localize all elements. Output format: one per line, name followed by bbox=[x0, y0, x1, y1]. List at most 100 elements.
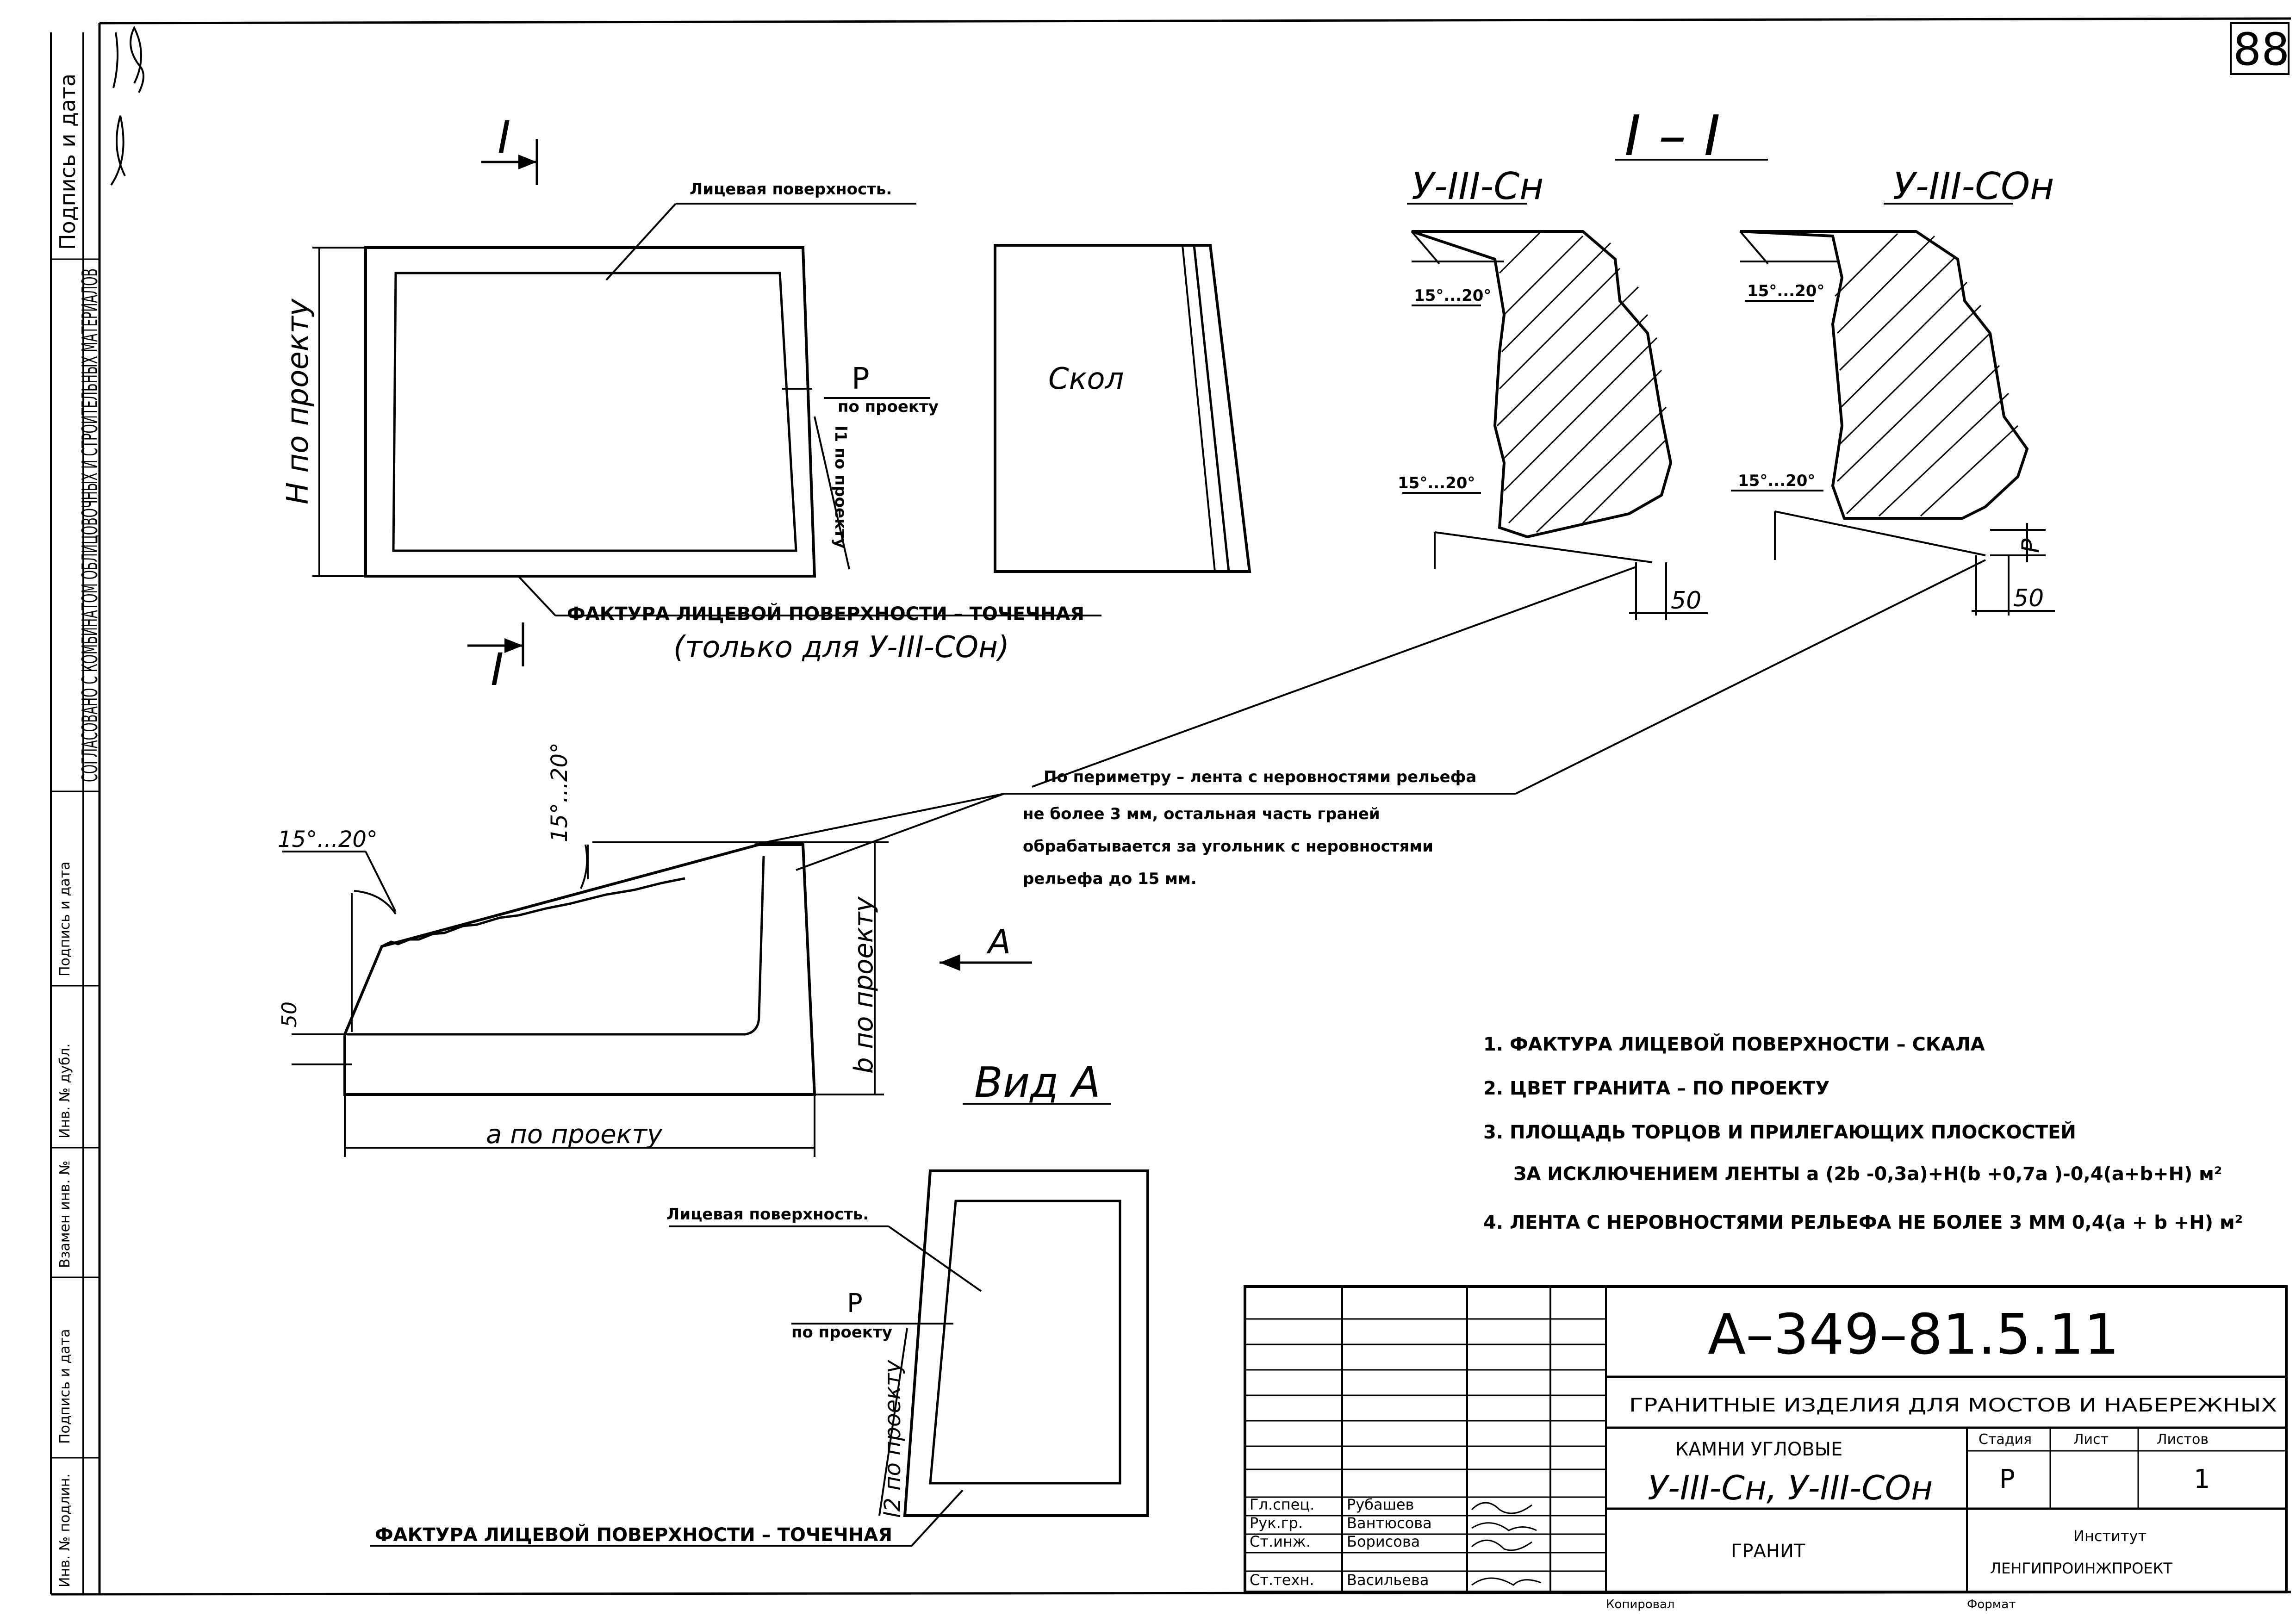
staff-name-3: Борисова bbox=[1347, 1533, 1420, 1550]
note-4: 4. ЛЕНТА С НЕРОВНОСТЯМИ РЕЛЬЕФА НЕ БОЛЕЕ… bbox=[1483, 1212, 2243, 1233]
section-mark-bottom-arrow bbox=[504, 638, 523, 653]
note-1: 1. ФАКТУРА ЛИЦЕВОЙ ПОВЕРХНОСТИ – СКАЛА bbox=[1483, 1033, 1985, 1055]
staff-role-3: Ст.инж. bbox=[1250, 1533, 1311, 1550]
plan-view-arrow-label: A bbox=[986, 922, 1011, 961]
title-block-sheet-label: Лист bbox=[2073, 1431, 2109, 1448]
side-view-label: Скол bbox=[1048, 362, 1124, 396]
front-view: H по проекту Лицевая поверхность. P по п… bbox=[281, 180, 1101, 665]
view-a-outline bbox=[903, 1169, 1149, 1517]
stamp-agreed: СОГЛАСОВАНО С КОМБИНАТОМ ОБЛИЦОВОЧНЫХ И … bbox=[77, 268, 102, 782]
stamp-inv-orig: Инв. № подлин. bbox=[57, 1474, 73, 1587]
section-view-1-dim: 50 bbox=[1671, 587, 1701, 615]
plan-view-a-arrow bbox=[940, 954, 960, 971]
section-view-2-p-letter: P bbox=[2017, 538, 2045, 553]
section-view-1-hatch-lines bbox=[1496, 230, 1667, 533]
view-a-face-label: Лицевая поверхность. bbox=[666, 1205, 869, 1224]
title-block-copied: Копировал bbox=[1606, 1598, 1675, 1611]
section-mark-top: I bbox=[481, 112, 538, 185]
front-view-p-letter: P bbox=[852, 362, 870, 396]
sheet-number-box bbox=[2230, 22, 2290, 75]
stamp-inv-dub: Инв. № дубл. bbox=[57, 1044, 73, 1138]
plan-view-angle-left: 15°...20° bbox=[278, 827, 378, 852]
stamp-signature-date-top: Подпись и дата bbox=[55, 74, 80, 250]
title-block: Гл.спец. Рубашев Рук.гр. Вантюсова Ст.ин… bbox=[1244, 1285, 2288, 1611]
staff-role-4: Ст.техн. bbox=[1250, 1571, 1314, 1589]
front-view-inner-band bbox=[392, 272, 797, 552]
front-view-texture-note-2: (только для У-III-СОн) bbox=[673, 630, 1009, 665]
notes: 1. ФАКТУРА ЛИЦЕВОЙ ПОВЕРХНОСТИ – СКАЛА 2… bbox=[1483, 1033, 2243, 1233]
title-block-sheets: 1 bbox=[2194, 1464, 2210, 1494]
staff-name-1: Рубашев bbox=[1347, 1496, 1414, 1513]
section-view-2-angle-bottom: 15°...20° bbox=[1738, 472, 1815, 490]
section-view-1-angle-top: 15°...20° bbox=[1414, 286, 1491, 305]
section-view-1: У-III-Сн 15°...20° 15°...20° 50 bbox=[1398, 165, 1708, 620]
title-block-item-marks: У-III-Сн, У-III-СОн bbox=[1648, 1468, 1933, 1507]
title-block-material: ГРАНИТ bbox=[1731, 1541, 1805, 1562]
front-view-l1-label: l1 по проекту bbox=[831, 426, 850, 548]
perimeter-note-line-4: рельефа до 15 мм. bbox=[1023, 870, 1197, 888]
staff-role-2: Рук.гр. bbox=[1250, 1514, 1303, 1532]
title-block-org-1: Институт bbox=[2073, 1527, 2147, 1545]
section-mark-top-label: I bbox=[498, 112, 510, 163]
plan-view-angle-arc-top bbox=[580, 844, 588, 889]
section-view-1-hatch bbox=[1411, 230, 1673, 539]
note-3-continued: ЗА ИСКЛЮЧЕНИЕМ ЛЕНТЫ a (2b -0,3a)+H(b +0… bbox=[1513, 1163, 2222, 1185]
front-view-h-label: H по проекту bbox=[281, 298, 315, 504]
front-view-texture-note: ФАКТУРА ЛИЦЕВОЙ ПОВЕРХНОСТИ – ТОЧЕЧНАЯ bbox=[567, 603, 1084, 625]
staff-name-4: Васильева bbox=[1347, 1571, 1429, 1589]
title-block-format: Формат bbox=[1967, 1598, 2016, 1611]
stamp-signature-scribble bbox=[110, 25, 144, 186]
plan-view-b-label: b по проекту bbox=[849, 896, 879, 1074]
section-view-2-title: У-III-СОн bbox=[1893, 165, 2054, 208]
section-mark-bottom: I bbox=[467, 622, 524, 696]
section-view-2-dim: 50 bbox=[2013, 585, 2044, 612]
section-view-2-hatch-lines bbox=[1834, 233, 2019, 517]
title-block-org-2: ЛЕНГИПРОИНЖПРОЕКТ bbox=[1990, 1560, 2172, 1577]
perimeter-note: По периметру – лента с неровностями рель… bbox=[754, 559, 1986, 888]
view-a-texture-note: ФАКТУРА ЛИЦЕВОЙ ПОВЕРХНОСТИ – ТОЧЕЧНАЯ bbox=[375, 1524, 892, 1546]
side-stamp: Подпись и дата СОГЛАСОВАНО С КОМБИНАТОМ … bbox=[55, 25, 144, 1587]
perimeter-note-line-1: По периметру – лента с неровностями рель… bbox=[1044, 768, 1476, 786]
staff-signatures bbox=[1471, 1502, 1542, 1586]
plan-view-dim-50: 50 bbox=[278, 1001, 301, 1027]
staff-role-1: Гл.спец. bbox=[1250, 1496, 1314, 1513]
title-block-subject: ГРАНИТНЫЕ ИЗДЕЛИЯ ДЛЯ МОСТОВ И НАБЕРЕЖНЫ… bbox=[1629, 1395, 2277, 1416]
front-view-face-label: Лицевая поверхность. bbox=[690, 180, 892, 199]
note-3: 3. ПЛОЩАДЬ ТОРЦОВ И ПРИЛЕГАЮЩИХ ПЛОСКОСТ… bbox=[1483, 1121, 2076, 1143]
section-view-1-angle-bottom: 15°...20° bbox=[1398, 474, 1475, 492]
section-title: I – I bbox=[1624, 104, 1720, 168]
frame bbox=[50, 17, 2291, 1596]
title-block-stage-label: Стадия bbox=[1979, 1431, 2032, 1448]
section-mark-bottom-label: I bbox=[491, 644, 504, 696]
view-a: Вид А Лицевая поверхность. P по проекту … bbox=[370, 1058, 1149, 1547]
section-view-2: У-III-СОн 15°...20° 15°...20° P 50 bbox=[1731, 165, 2055, 616]
side-view: Скол bbox=[994, 244, 1251, 573]
view-a-l2-label: l2 по проекту bbox=[880, 1360, 906, 1518]
view-a-inner bbox=[929, 1200, 1121, 1485]
note-2: 2. ЦВЕТ ГРАНИТА – ПО ПРОЕКТУ bbox=[1483, 1078, 1829, 1099]
plan-view-outline bbox=[343, 843, 816, 1096]
stamp-signature-date-low: Подпись и дата bbox=[57, 1329, 73, 1444]
sheet-number: 88 bbox=[2233, 24, 2290, 75]
title-block-item: КАМНИ УГЛОВЫЕ bbox=[1675, 1439, 1842, 1460]
section-view-1-title: У-III-Сн bbox=[1412, 165, 1543, 208]
perimeter-note-line-3: обрабатывается за угольник с неровностям… bbox=[1023, 837, 1433, 856]
staff-name-2: Вантюсова bbox=[1347, 1514, 1432, 1532]
stamp-vzam-inv: Взамен инв. № bbox=[57, 1161, 73, 1268]
side-view-outline bbox=[994, 244, 1251, 573]
plan-view-a-label: a по проекту bbox=[486, 1119, 663, 1150]
view-a-title: Вид А bbox=[974, 1058, 1101, 1107]
title-block-stage: Р bbox=[1999, 1464, 2015, 1494]
plan-view: b по проекту a по проекту 50 15°...20° 1… bbox=[278, 742, 1032, 1157]
section-mark-top-arrow bbox=[518, 155, 537, 169]
plan-view-inner bbox=[347, 856, 765, 1036]
view-a-p-note: по проекту bbox=[791, 1323, 892, 1342]
title-block-sheets-label: Листов bbox=[2157, 1431, 2209, 1448]
plan-view-jagged-edge bbox=[381, 877, 685, 948]
front-view-outline bbox=[364, 246, 816, 578]
view-a-p-letter: P bbox=[847, 1288, 863, 1318]
plan-view-angle-arc-left bbox=[354, 890, 397, 915]
section-view-2-angle-top: 15°...20° bbox=[1747, 282, 1824, 300]
plan-view-angle-top: 15°...20° bbox=[547, 742, 572, 842]
